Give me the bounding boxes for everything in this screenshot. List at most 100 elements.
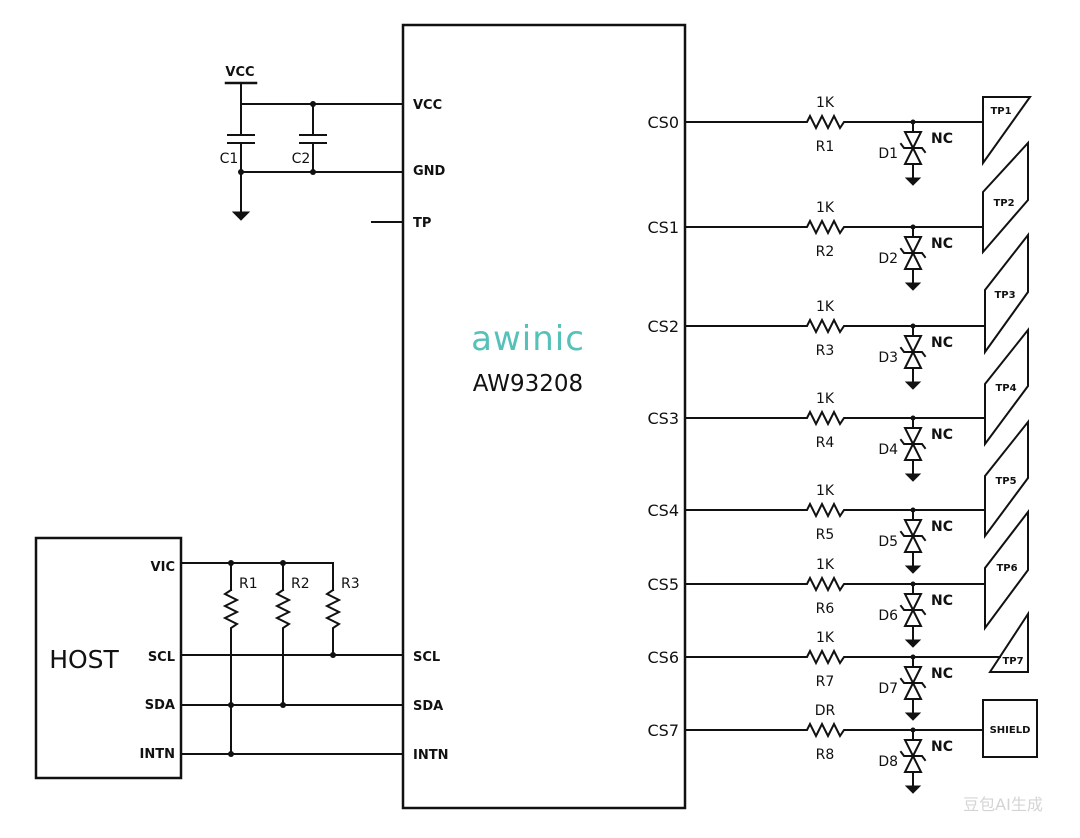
- resistor-value-label: 1K: [816, 630, 835, 646]
- junction-dot: [228, 751, 234, 757]
- pad-label: TP4: [995, 383, 1016, 394]
- resistor-value-label: 1K: [816, 483, 835, 499]
- ground-symbol: [904, 639, 922, 648]
- resistor-value-label: 1K: [816, 200, 835, 216]
- ground-symbol: [904, 282, 922, 291]
- host-pin-intn: INTN: [140, 747, 175, 762]
- diode-ref-label: D1: [878, 146, 898, 162]
- diode-nc-label: NC: [931, 335, 953, 351]
- resistor-value-label: 1K: [816, 557, 835, 573]
- diode-ref-label: D2: [878, 251, 898, 267]
- ic-pin-intn: INTN: [413, 748, 448, 763]
- junction-dot: [330, 652, 336, 658]
- series-resistor: [802, 721, 849, 739]
- resistor-ref-label: R3: [816, 343, 835, 359]
- shield-pad: [982, 699, 1038, 758]
- touch-pad: [984, 327, 1029, 448]
- ic-pin-sda: SDA: [413, 699, 443, 714]
- ground-symbol: [904, 473, 922, 482]
- ground-symbol: [904, 177, 922, 186]
- junction-dot: [280, 560, 286, 566]
- supply-section: VCC C1 C2: [220, 65, 404, 223]
- ic-pin-cs: CS6: [647, 648, 679, 667]
- resistor-ref-label: R6: [816, 601, 835, 617]
- pad-label: TP5: [995, 476, 1016, 487]
- pad-label: TP2: [993, 198, 1014, 209]
- junction-dot: [228, 702, 234, 708]
- series-resistor: [802, 501, 849, 519]
- channel-cs1: CS1 1K R2 D2 NC TP2: [647, 140, 1029, 291]
- pullup-resistor-r3: [324, 588, 342, 631]
- ic-pin-cs: CS5: [647, 575, 679, 594]
- touch-pad: [982, 96, 1032, 167]
- tvs-diode: [899, 121, 927, 179]
- pullup-r2-label: R2: [291, 576, 310, 592]
- resistor-value-label: DR: [815, 703, 836, 719]
- host-pin-vic: VIC: [151, 560, 175, 575]
- ic-pin-cs: CS0: [647, 113, 679, 132]
- diode-nc-label: NC: [931, 519, 953, 535]
- ic-pin-cs: CS7: [647, 721, 679, 740]
- series-resistor: [802, 218, 849, 236]
- resistor-ref-label: R8: [816, 747, 835, 763]
- awinic-logo: awinic: [471, 319, 585, 359]
- ground-symbol: [231, 211, 251, 221]
- tvs-diode: [899, 509, 927, 567]
- tvs-diode: [899, 656, 927, 714]
- capacitor-c2: [299, 134, 327, 144]
- ic-pin-cs: CS4: [647, 501, 679, 520]
- ic-pin-cs: CS1: [647, 218, 679, 237]
- touch-pad: [984, 509, 1029, 632]
- touch-pad: [988, 610, 1029, 673]
- pad-label: TP6: [996, 563, 1017, 574]
- diode-ref-label: D7: [878, 681, 898, 697]
- host-section: HOST VIC SCL SDA INTN R1 R2 R3: [34, 536, 404, 780]
- diode-nc-label: NC: [931, 427, 953, 443]
- junction-dot: [310, 169, 316, 175]
- resistor-ref-label: R5: [816, 527, 835, 543]
- host-block: [34, 536, 183, 780]
- pullup-resistor-r1: [222, 588, 240, 631]
- ic-pin-cs: CS3: [647, 409, 679, 428]
- ground-symbol: [904, 712, 922, 721]
- capacitor-c1: [227, 134, 255, 144]
- resistor-value-label: 1K: [816, 299, 835, 315]
- touch-pad: [982, 140, 1029, 255]
- pad-label: TP1: [990, 106, 1011, 117]
- pullup-r3-label: R3: [341, 576, 360, 592]
- c1-label: C1: [220, 151, 239, 167]
- touch-pad: [984, 232, 1029, 356]
- ic-pin-vcc: VCC: [413, 98, 442, 113]
- host-pin-scl: SCL: [148, 650, 175, 665]
- resistor-ref-label: R2: [816, 244, 835, 260]
- diode-nc-label: NC: [931, 593, 953, 609]
- ground-symbol: [904, 785, 922, 794]
- ic-pin-tp: TP: [413, 216, 431, 231]
- host-label: HOST: [49, 645, 119, 674]
- junction-dot: [228, 560, 234, 566]
- diode-nc-label: NC: [931, 236, 953, 252]
- resistor-value-label: 1K: [816, 95, 835, 111]
- tvs-diode: [899, 325, 927, 383]
- host-pin-sda: SDA: [145, 698, 175, 713]
- diode-ref-label: D6: [878, 608, 898, 624]
- ic-body: [401, 23, 687, 810]
- pad-label: TP3: [994, 290, 1015, 301]
- junction-dot: [238, 169, 244, 175]
- series-resistor: [802, 113, 849, 131]
- resistor-ref-label: R7: [816, 674, 835, 690]
- channel-cs5: CS5 1K R6 D6 NC TP6: [647, 509, 1029, 648]
- resistor-ref-label: R4: [816, 435, 835, 451]
- ic-aw93208: awinic AW93208 VCC GND TP SCL SDA INTN: [401, 23, 687, 810]
- pullup-r1-label: R1: [239, 576, 258, 592]
- diode-ref-label: D4: [878, 442, 898, 458]
- series-resistor: [802, 648, 849, 666]
- vcc-rail-label: VCC: [225, 65, 254, 80]
